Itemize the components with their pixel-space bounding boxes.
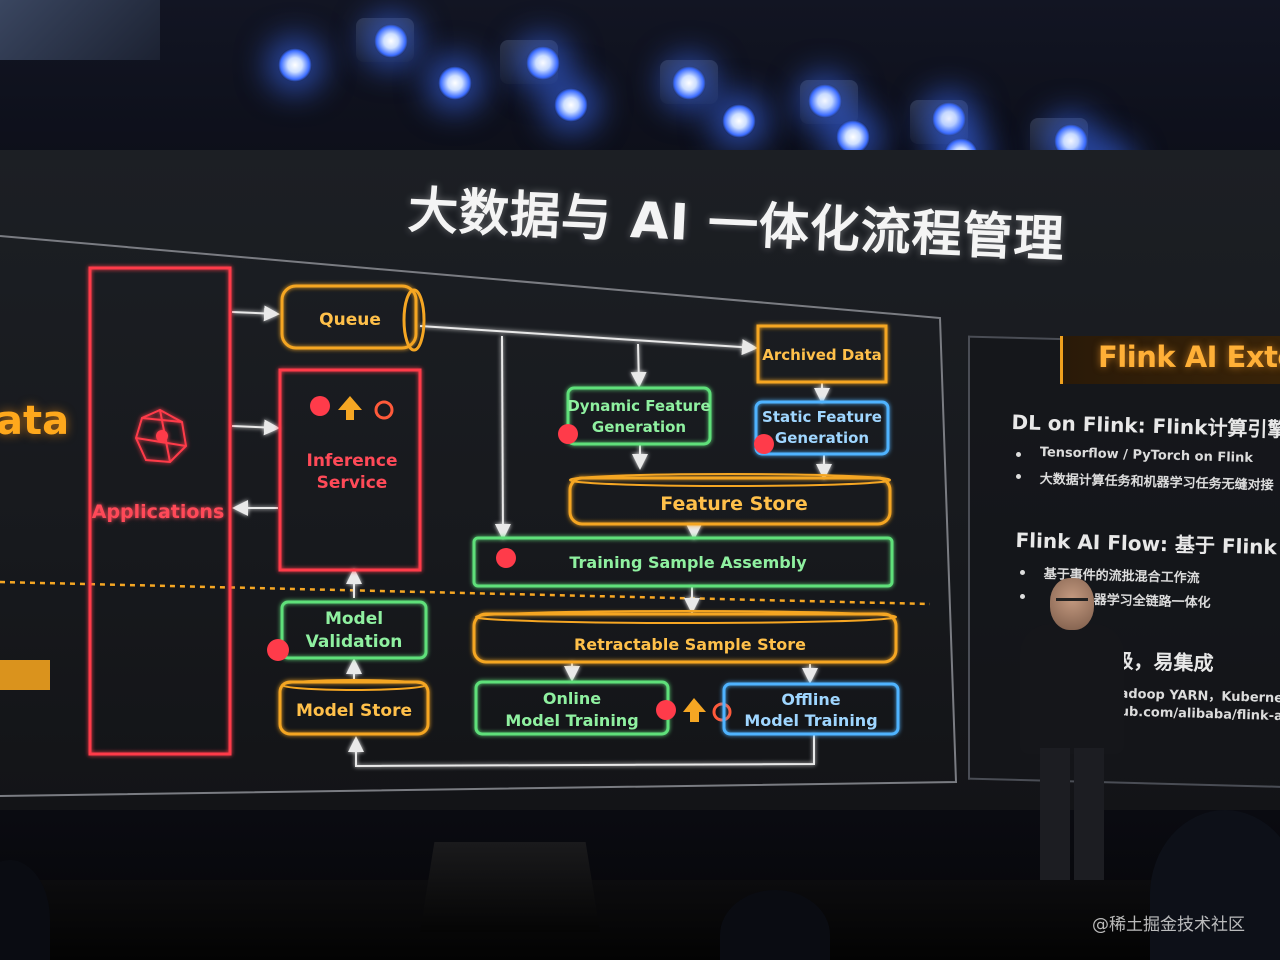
archived-data-node: Archived Data [756,324,888,384]
right-panel-tab [1060,336,1280,384]
flink-squirrel-icon [496,548,516,568]
presenter-leg [1074,748,1104,888]
static-label-line2: Generation [775,429,869,447]
static-label-line1: Static Feature [762,408,882,426]
connector-lines [231,305,832,768]
applications-node: Applications [88,266,232,756]
feature-store-label: Feature Store [660,493,807,515]
online-label-line1: Online [543,689,601,708]
feature-store-node: Feature Store [568,473,892,526]
presenter-leg [1040,748,1070,888]
queue-label: Queue [319,310,381,330]
inference-label-line1: Inference [307,451,398,471]
stage-spotlight [526,46,560,80]
inference-service-node: Inference Service [278,368,422,572]
archived-data-label: Archived Data [762,346,882,364]
flink-squirrel-icon [267,639,289,661]
model-validation-node: Model Validation [267,600,428,661]
presenter-torso [1020,624,1124,754]
tensorflow-icon [683,698,706,722]
inference-label-line2: Service [317,473,388,493]
stage-spotlight [808,84,842,118]
presenter [1012,578,1132,908]
stage-spotlight [554,88,588,122]
left-accent-bar [0,660,50,690]
stage-spotlight [278,48,312,82]
stage-spotlight [932,102,966,136]
dynamic-label-line1: Dynamic Feature [567,397,710,415]
flink-squirrel-icon [656,700,676,720]
offline-label-line2: Model Training [744,711,877,730]
bullet-dot [1016,452,1021,457]
static-feature-node: Static Feature Generation [754,400,890,456]
bullet-dot [1020,594,1025,599]
applications-icon [134,408,188,464]
stage-floor [0,880,1280,960]
applications-label: Applications [92,501,225,523]
stage-monitor-speaker [420,842,600,932]
bullet-dot [1020,570,1025,575]
training-sample-label: Training Sample Assembly [569,553,807,572]
stage-spotlight [722,104,756,138]
retractable-store-node: Retractable Sample Store [472,610,898,664]
dynamic-feature-node: Dynamic Feature Generation [558,386,712,446]
diagram-frame [0,235,958,797]
flink-squirrel-icon [754,434,774,454]
stage-spotlight [672,66,706,100]
stage-spotlight [438,66,472,100]
audience-head [720,890,830,960]
online-training-node: Online Model Training [474,680,670,736]
model-validation-line1: Model [325,609,383,629]
stage-spotlight [374,24,408,58]
watermark: @稀土掘金技术社区 [1092,915,1245,935]
ceiling-panel [0,0,160,60]
stage-spotlight [836,120,870,154]
flink-squirrel-icon [558,424,578,444]
pytorch-icon [374,400,394,420]
online-label-line2: Model Training [505,711,638,730]
flink-squirrel-icon [310,396,330,416]
pytorch-icon [712,702,732,722]
queue-node: Queue [280,284,426,352]
model-validation-line2: Validation [306,632,403,652]
audience-head [1150,810,1280,960]
model-store-label: Model Store [296,701,412,721]
offline-training-node: Offline Model Training [722,682,900,736]
left-partial-word: ata [0,398,70,444]
model-store-node: Model Store [278,679,430,736]
offline-label-line1: Offline [781,690,840,709]
presenter-head [1050,578,1094,630]
training-sample-node: Training Sample Assembly [472,536,894,588]
bullet-dot [1016,474,1021,479]
dynamic-label-line2: Generation [592,418,686,436]
retractable-store-label: Retractable Sample Store [574,635,806,654]
presenter-glasses [1056,598,1088,607]
tensorflow-icon [338,396,362,420]
right-panel-title: Flink AI Extend [1098,340,1280,374]
